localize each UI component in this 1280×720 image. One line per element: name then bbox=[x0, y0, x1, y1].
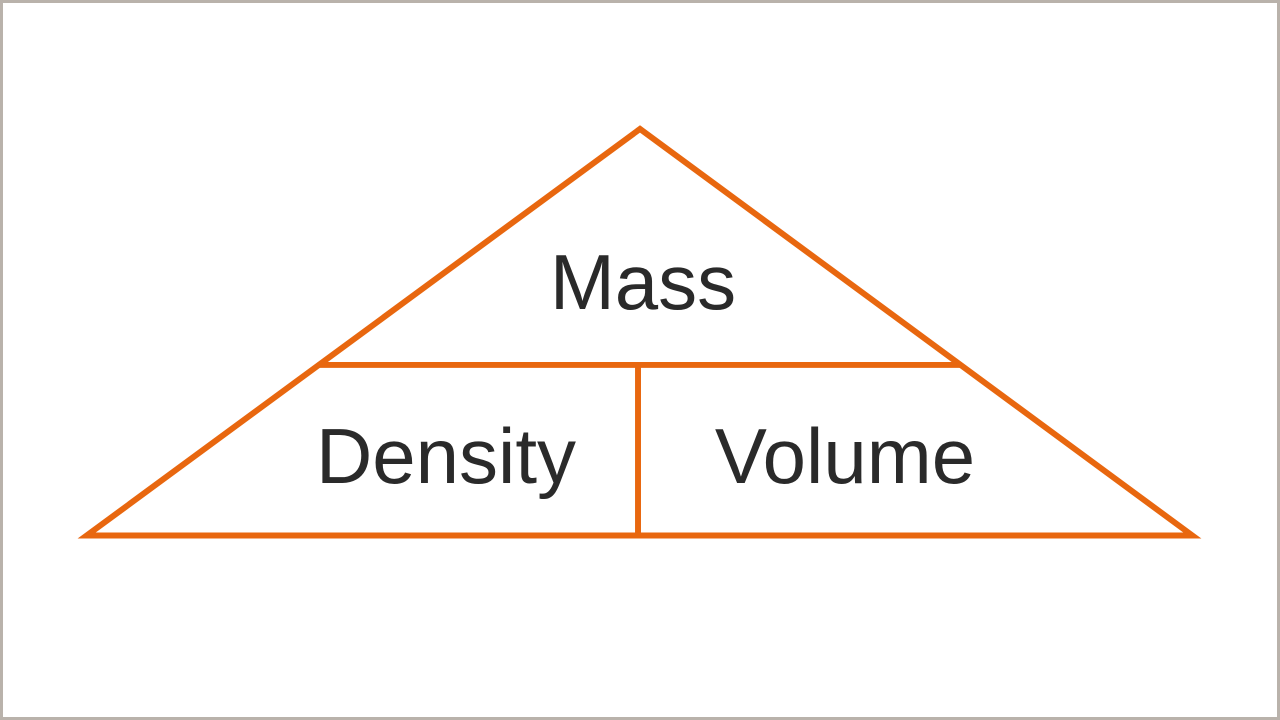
label-density: Density bbox=[315, 412, 577, 500]
label-mass: Mass bbox=[549, 238, 737, 326]
triangle-outline bbox=[77, 125, 1202, 539]
label-volume: Volume bbox=[714, 412, 976, 500]
formula-triangle-graphic bbox=[77, 125, 1202, 539]
